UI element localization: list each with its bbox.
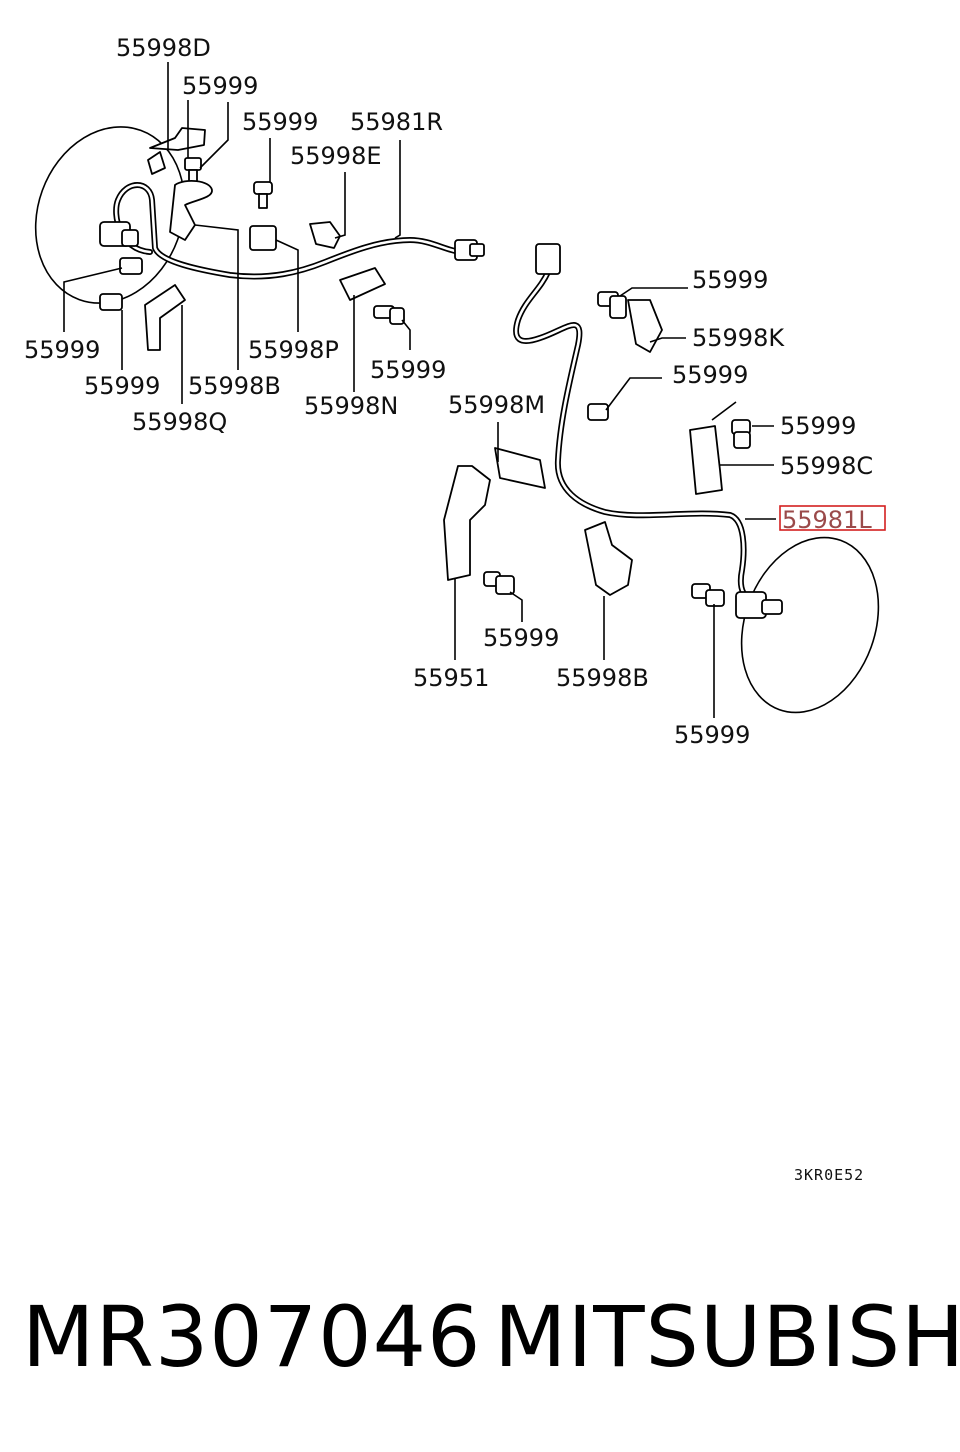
- callout-55999-mid: 55999: [242, 108, 318, 136]
- bolt-55999-g: [587, 403, 609, 421]
- callout-55999-center: 55999: [370, 356, 446, 384]
- callout-55998p: 55998P: [248, 336, 339, 364]
- callout-55981l: 55981L: [782, 506, 872, 534]
- callout-55998b-lower: 55998B: [556, 664, 649, 692]
- bolt-55999-h: [483, 571, 515, 595]
- callout-55999-left: 55999: [24, 336, 100, 364]
- bracket-55998c: [689, 425, 723, 495]
- highlight-box: [779, 505, 886, 531]
- brand-name: MITSUBISHI: [494, 1288, 960, 1386]
- callout-55981r: 55981R: [350, 108, 443, 136]
- callout-55999-lower-left: 55999: [84, 372, 160, 400]
- bracket-55998d: [147, 127, 206, 175]
- bolt-55999-c: [373, 305, 405, 325]
- callout-55998n: 55998N: [304, 392, 398, 420]
- bolt-55999-d: [119, 257, 143, 275]
- callout-55998b-upper: 55998B: [188, 372, 281, 400]
- callout-55998k: 55998K: [692, 324, 785, 352]
- bracket-55951: [443, 465, 491, 581]
- callout-55999-right-top: 55999: [692, 266, 768, 294]
- callout-55999-top: 55999: [182, 72, 258, 100]
- callout-55999-right: 55999: [780, 412, 856, 440]
- bolt-55999-a: [184, 157, 202, 183]
- callout-55998m: 55998M: [448, 391, 545, 419]
- harness-right: [99, 182, 485, 280]
- bracket-55998n: [339, 267, 386, 301]
- part-number: MR307046: [22, 1288, 482, 1386]
- bolt-55999-b: [253, 181, 273, 209]
- harness-left: [513, 243, 783, 619]
- drawing-code: 3KR0E52: [794, 1166, 864, 1184]
- bracket-55998m: [494, 447, 546, 489]
- bolt-55999-e: [99, 293, 123, 311]
- callout-55999-lower-center: 55999: [483, 624, 559, 652]
- callout-55998d: 55998D: [116, 34, 211, 62]
- clip-55998p: [249, 225, 277, 251]
- bolt-55999-f: [597, 291, 627, 319]
- bracket-55998k: [627, 299, 663, 353]
- footer: MR307046 MITSUBISHI: [0, 1280, 960, 1400]
- bracket-55998b-lower: [584, 521, 633, 596]
- bracket-55998q: [144, 284, 186, 351]
- callout-55951: 55951: [413, 664, 489, 692]
- right-wheel-outline: [34, 126, 186, 304]
- leader-lines: [63, 62, 776, 718]
- callout-55998q: 55998Q: [132, 408, 227, 436]
- callout-55998c: 55998C: [780, 452, 873, 480]
- callout-55998e: 55998E: [290, 142, 382, 170]
- clip-55998e: [309, 221, 341, 249]
- bolt-55999-i: [731, 419, 751, 449]
- callout-55999-bottom: 55999: [674, 721, 750, 749]
- bolt-55999-j: [691, 583, 725, 607]
- bracket-55998b-upper: [169, 179, 213, 241]
- callout-55999-right-mid: 55999: [672, 361, 748, 389]
